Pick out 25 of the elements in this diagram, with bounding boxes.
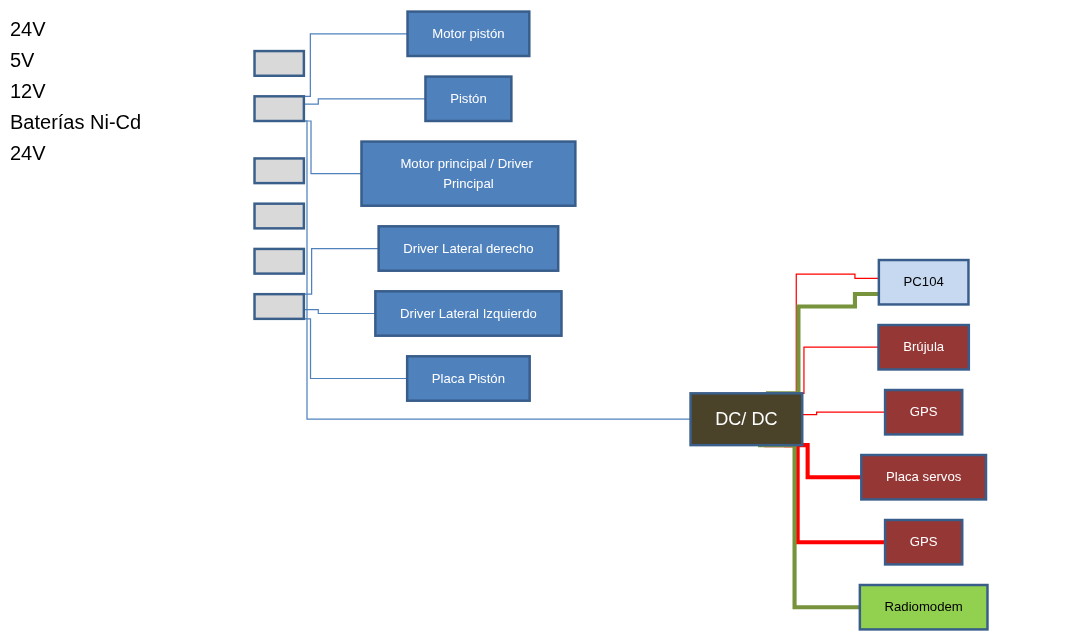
node-box: Radiomodem: [858, 583, 989, 631]
node-box: DC/ DC: [689, 392, 804, 447]
node-box: Placa servos: [860, 453, 988, 501]
node-box: GPS: [883, 388, 964, 436]
node-box: Brújula: [877, 323, 971, 371]
node-box: [253, 95, 306, 123]
node-box: [253, 202, 306, 230]
node-box: [253, 247, 306, 275]
node-box: Pistón: [424, 75, 513, 123]
connector: [303, 309, 376, 315]
voltage-label: 24V: [10, 142, 47, 165]
node-box: Motor principal / Driver Principal: [360, 140, 577, 207]
node-box: GPS: [883, 518, 964, 566]
node-box: [253, 49, 306, 77]
voltage-label: Baterías Ni-Cd: [10, 111, 140, 134]
node-box: [253, 292, 306, 321]
node-box: PC104: [877, 258, 970, 306]
voltage-label: 5V: [10, 49, 36, 72]
voltage-label: 12V: [10, 80, 47, 103]
node-box: Motor pistón: [406, 10, 531, 58]
node-box: [253, 157, 306, 185]
node-box: Driver Lateral derecho: [377, 225, 560, 272]
node-box: Placa Pistón: [405, 355, 531, 402]
voltage-label: 24V: [10, 18, 47, 41]
node-box: Driver Lateral Izquierdo: [374, 290, 563, 337]
